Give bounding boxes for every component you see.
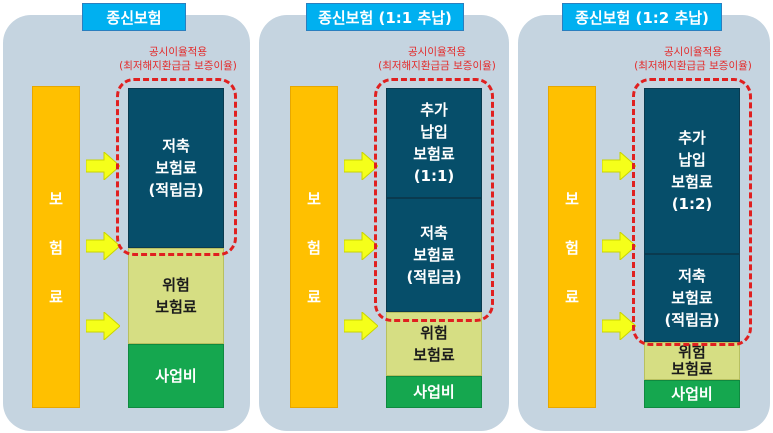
note-line-1: 공시이율적용 bbox=[664, 46, 722, 58]
arrow-icon bbox=[344, 232, 378, 260]
note-line-2: (최저해지환급금 보증이율) bbox=[634, 60, 752, 72]
premium-char: 보 bbox=[49, 189, 63, 208]
premium-char: 보 bbox=[307, 189, 321, 208]
premium-char: 험 bbox=[565, 238, 579, 257]
risk-premium-block: 위험 보험료 bbox=[128, 248, 224, 344]
expense-block: 사업비 bbox=[128, 344, 224, 408]
premium-char: 험 bbox=[307, 238, 321, 257]
extra-premium-block: 추가 납입 보험료 (1:1) bbox=[386, 88, 482, 198]
savings-premium-block: 저축 보험료 (적립금) bbox=[644, 254, 740, 342]
premium-bar: 보 험 료 bbox=[548, 86, 596, 408]
arrow-icon bbox=[344, 152, 378, 180]
panel-title: 종신보험 (1:1 추납) bbox=[306, 3, 464, 31]
arrow-icon bbox=[86, 152, 120, 180]
arrow-icon bbox=[602, 312, 636, 340]
note-line-2: (최저해지환급금 보증이율) bbox=[378, 60, 496, 72]
premium-char: 보 bbox=[565, 189, 579, 208]
premium-char: 험 bbox=[49, 238, 63, 257]
arrow-icon bbox=[602, 152, 636, 180]
premium-char: 료 bbox=[49, 287, 63, 306]
panel-title: 종신보험 (1:2 추납) bbox=[562, 3, 722, 31]
arrow-icon bbox=[86, 232, 120, 260]
panel-title: 종신보험 bbox=[82, 3, 186, 31]
risk-premium-block: 위험 보험료 bbox=[644, 342, 740, 380]
arrow-icon bbox=[344, 312, 378, 340]
arrow-icon bbox=[602, 232, 636, 260]
premium-char: 료 bbox=[307, 287, 321, 306]
premium-char: 료 bbox=[565, 287, 579, 306]
note-line-1: 공시이율적용 bbox=[408, 46, 466, 58]
note-line-1: 공시이율적용 bbox=[149, 46, 207, 58]
risk-premium-block: 위험 보험료 bbox=[386, 312, 482, 376]
savings-premium-block: 저축 보험료 (적립금) bbox=[128, 88, 224, 248]
savings-premium-block: 저축 보험료 (적립금) bbox=[386, 198, 482, 312]
note-line-2: (최저해지환급금 보증이율) bbox=[119, 60, 237, 72]
extra-premium-block: 추가 납입 보험료 (1:2) bbox=[644, 88, 740, 254]
arrow-icon bbox=[86, 312, 120, 340]
expense-block: 사업비 bbox=[644, 380, 740, 408]
premium-bar: 보 험 료 bbox=[32, 86, 80, 408]
premium-bar: 보 험 료 bbox=[290, 86, 338, 408]
expense-block: 사업비 bbox=[386, 376, 482, 408]
